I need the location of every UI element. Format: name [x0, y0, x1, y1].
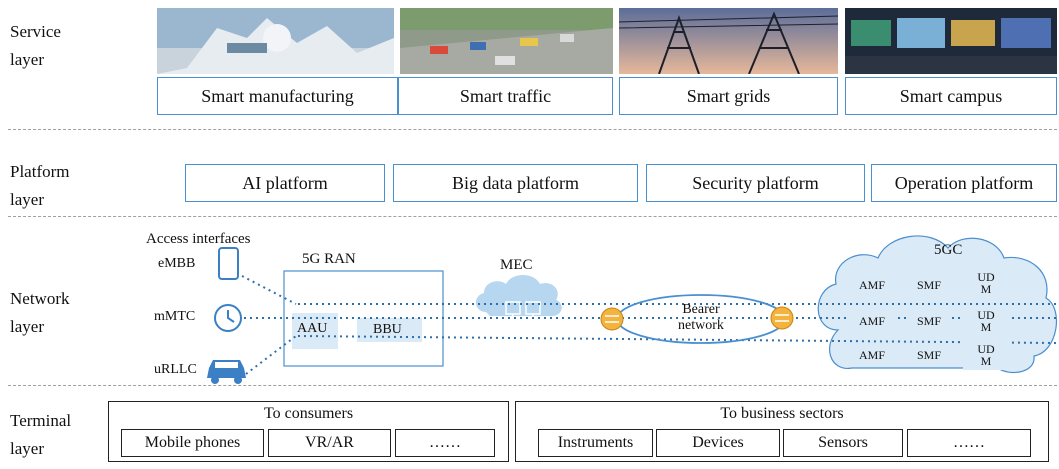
- smart-manufacturing-image: [157, 8, 394, 74]
- service-smart-campus: Smart campus: [845, 77, 1057, 115]
- router-icon-right: [770, 306, 794, 330]
- access-mmtc-label: mMTC: [154, 309, 196, 324]
- smart-grids-image: [619, 8, 838, 74]
- separator-platform-network: [8, 216, 1057, 217]
- separator-service-platform: [8, 129, 1057, 130]
- separator-network-terminal: [8, 385, 1057, 386]
- terminal-consumers-title: To consumers: [263, 405, 354, 422]
- amf-box: AMF: [849, 309, 895, 333]
- core-title: 5GC: [934, 242, 963, 258]
- udm-box: UD M: [963, 340, 1009, 370]
- smf-box: SMF: [906, 309, 952, 333]
- access-interfaces-title: Access interfaces: [146, 231, 251, 247]
- platform-ai: AI platform: [185, 164, 385, 202]
- bearer-network-label: Bearer network: [678, 302, 724, 333]
- udm-box: UD M: [963, 268, 1009, 298]
- smf-box: SMF: [906, 343, 952, 367]
- car-icon: [207, 360, 246, 384]
- udm-box: UD M: [963, 306, 1009, 336]
- service-layer-label: Service layer: [10, 22, 61, 69]
- smf-box: SMF: [906, 273, 952, 297]
- clock-icon: [214, 304, 242, 332]
- platform-security: Security platform: [646, 164, 865, 202]
- mec-cloud: [475, 275, 562, 316]
- terminal-item-sensors: Sensors: [783, 429, 903, 457]
- terminal-business-group: To business sectors Instruments Devices …: [515, 401, 1049, 462]
- terminal-business-title: To business sectors: [720, 405, 844, 422]
- service-smart-traffic: Smart traffic: [398, 77, 613, 115]
- bbu-box: [357, 318, 422, 342]
- bbu-label: BBU: [373, 322, 402, 337]
- mobile-phone-icon: [218, 247, 239, 280]
- amf-box: AMF: [849, 273, 895, 297]
- amf-box: AMF: [849, 343, 895, 367]
- platform-big-data: Big data platform: [393, 164, 638, 202]
- access-urllc-label: uRLLC: [154, 362, 197, 377]
- smart-campus-image: [845, 8, 1057, 74]
- access-embb-label: eMBB: [158, 256, 196, 271]
- platform-layer-label: Platform layer: [10, 162, 70, 209]
- aau-label: AAU: [297, 321, 328, 336]
- terminal-layer-label: Terminal layer: [10, 411, 72, 458]
- connection-lines: [241, 275, 1057, 375]
- terminal-item-more-consumers: ……: [395, 429, 495, 457]
- terminal-item-mobile-phones: Mobile phones: [121, 429, 264, 457]
- terminal-item-devices: Devices: [656, 429, 780, 457]
- terminal-consumers-group: To consumers Mobile phones VR/AR ……: [108, 401, 509, 462]
- terminal-item-instruments: Instruments: [538, 429, 653, 457]
- ran-title: 5G RAN: [302, 251, 356, 267]
- terminal-item-more-business: ……: [907, 429, 1031, 457]
- terminal-item-vr-ar: VR/AR: [268, 429, 391, 457]
- service-smart-manufacturing: Smart manufacturing: [157, 77, 398, 115]
- platform-operation: Operation platform: [871, 164, 1057, 202]
- service-smart-grids: Smart grids: [619, 77, 838, 115]
- mec-label: MEC: [500, 257, 533, 273]
- network-layer-label: Network layer: [10, 289, 70, 336]
- smart-traffic-image: [400, 8, 613, 74]
- router-icon-left: [600, 307, 624, 331]
- mec-server-icon: [505, 301, 541, 323]
